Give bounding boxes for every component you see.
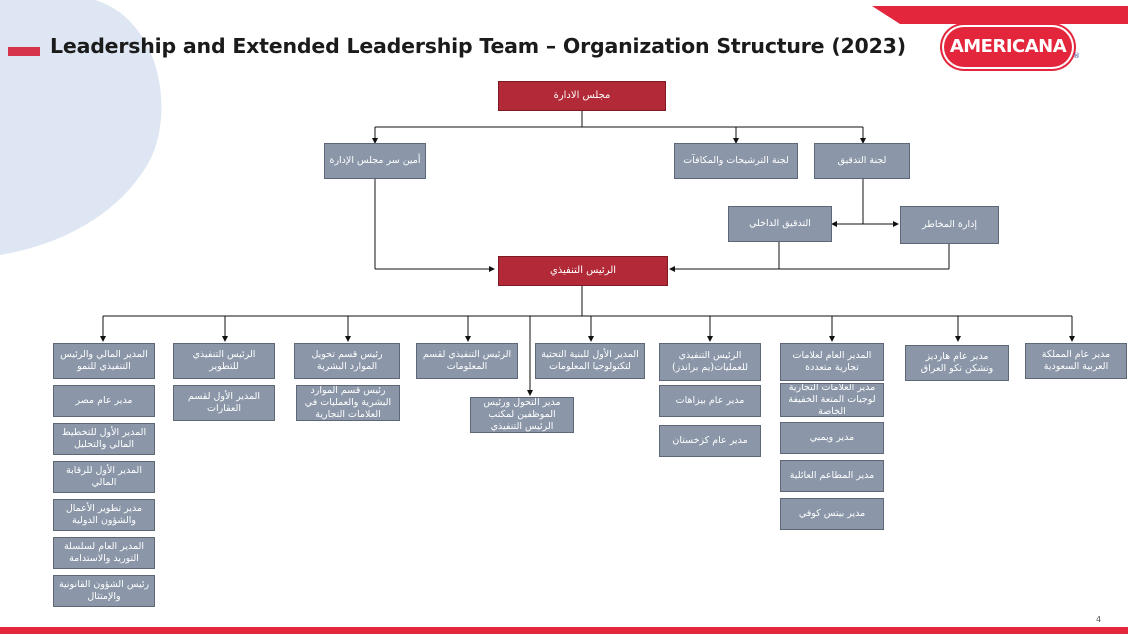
ceo-box: الرئيس التنفيذي [498, 256, 668, 286]
nominations-committee-box: لجنة الترشيحات والمكافآت [674, 143, 798, 179]
americana-logo: AMERICANA [944, 27, 1072, 67]
cio-box: الرئيس التنفيذي لقسم المعلومات [416, 343, 518, 379]
risk-management-box: إدارة المخاطر [900, 206, 999, 244]
coo-yum-box: الرئيس التنفيذي للعمليات(يم براندز) [659, 343, 761, 381]
peets-coffee-director-box: مدير بيتس كوفي [780, 498, 884, 530]
family-restaurants-director-box: مدير المطاعم العائلية [780, 460, 884, 492]
internal-audit-box: التدقيق الداخلي [728, 206, 832, 242]
egypt-gm-box: مدير عام مصر [53, 385, 155, 417]
page-title: Leadership and Extended Leadership Team … [50, 34, 906, 58]
supply-chain-gm-box: المدير العام لسلسلة التوريد والاستدامة [53, 537, 155, 569]
board-secretary-box: أمين سر مجلس الإدارة [324, 143, 426, 179]
financial-control-director-box: المدير الأول للرقابة المالي [53, 461, 155, 493]
cfo-growth-box: المدير المالي والرئيس التنفيذي للنمو [53, 343, 155, 379]
logo-text: AMERICANA [949, 36, 1067, 57]
ksa-gm-box: مدير عام المملكة العربية السعودية [1025, 343, 1127, 379]
legal-compliance-box: رئيس الشؤون القانونية والإمتثال [53, 575, 155, 607]
fpa-director-box: المدير الأول للتخطيط المالي والتحليل [53, 423, 155, 455]
real-estate-director-box: المدير الأول لقسم العقارات [173, 385, 275, 421]
development-ceo-box: الرئيس التنفيذي للتطوير [173, 343, 275, 379]
business-development-box: مدير تطوير الأعمال والشؤون الدولية [53, 499, 155, 531]
audit-committee-box: لجنة التدقيق [814, 143, 910, 179]
kazakhstan-gm-box: مدير عام كزخستان [659, 425, 761, 457]
title-accent-bar [8, 47, 40, 56]
multi-brand-gm-box: المدير العام لعلامات تجارية متعددة [780, 343, 884, 381]
pizza-hut-gm-box: مدير عام بيزاهات [659, 385, 761, 417]
hr-brands-ops-box: رئيس قسم الموارد البشرية والعمليات في ال… [296, 385, 400, 421]
wimpy-director-box: مدير ويمبي [780, 422, 884, 454]
it-infrastructure-box: المدير الأول للبنية التحتية لتكنولوجيا ا… [535, 343, 645, 379]
page-number: 4 [1096, 615, 1102, 624]
logo-registered-mark: ® [1073, 52, 1080, 60]
board-of-directors-box: مجلس الادارة [498, 81, 666, 111]
hr-transformation-box: رئيس قسم تحويل الموارد البشرية [294, 343, 400, 379]
hardees-chicken-tikka-iraq-box: مدير عام هارديز وتشكن تكو العراق [905, 345, 1009, 381]
transformation-chief-of-staff-box: مدير التحول ورئيس الموظفين لمكتب الرئيس … [470, 397, 574, 433]
snack-brands-director-box: مدير العلامات التجارية لوجبات المتعة الخ… [780, 383, 884, 417]
